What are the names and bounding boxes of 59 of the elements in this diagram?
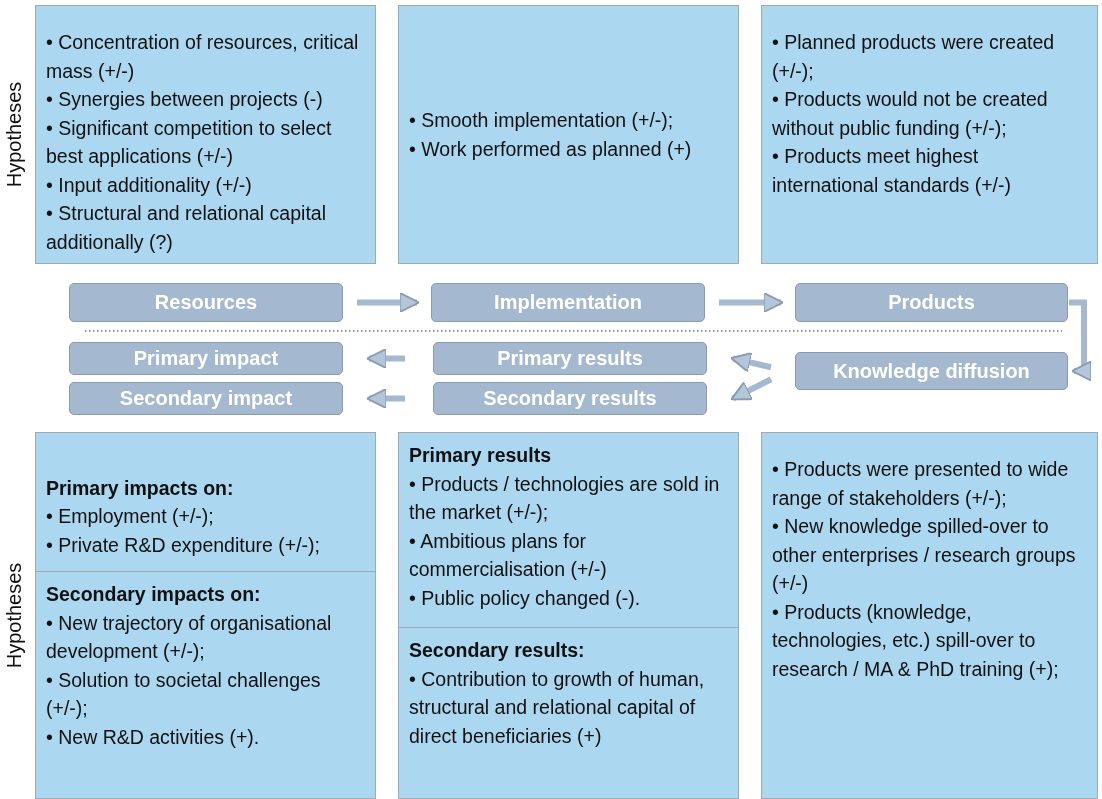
- section-heading: Secondary results:: [409, 638, 586, 663]
- process-box: [69, 283, 343, 322]
- bullet-text: • Smooth implementation (+/-);: [409, 108, 675, 133]
- bullet-text: • Significant competition to select best applications (+/-): [46, 115, 333, 169]
- box-label: Implementation: [494, 291, 642, 314]
- bullet-text: • Structural and relational capital additionally (?): [46, 201, 327, 255]
- hypothesis-box: [398, 5, 739, 264]
- bullet-text: • Concentration of resources, critical mass (+/-): [46, 30, 360, 84]
- box-label: Primary results: [497, 347, 643, 370]
- bullet-text: • New trajectory of organisational development (+/-);: [46, 610, 333, 664]
- hypothesis-box: [398, 432, 739, 628]
- bullet-text: • Synergies between projects (-): [46, 87, 324, 112]
- arrow: [1069, 299, 1093, 382]
- arrow: [357, 291, 420, 314]
- bullet-text: • Contribution to growth of human, structural and relational capital of direct beneficiaries (+): [409, 666, 706, 749]
- bullet-text: • Planned products were created (+/-);: [772, 30, 1056, 84]
- hypothesis-box: [35, 571, 376, 799]
- section-heading: Secondary impacts on:: [46, 582, 262, 607]
- hypothesis-box: [398, 627, 739, 799]
- process-box: [69, 342, 343, 375]
- process-box: [433, 342, 707, 375]
- box-label: Secondary results: [483, 387, 657, 410]
- bullet-text: • Products would not be created without public funding (+/-);: [772, 87, 1049, 141]
- bullet-text: • New knowledge spilled-over to other enterprises / research groups (+/-): [772, 514, 1077, 596]
- box-label: Products: [888, 291, 975, 314]
- bullet-text: • Products (knowledge, technologies, etc.) spill-over to research / MA & PhD training (+);: [772, 599, 1060, 682]
- bullet-text: • Solution to societal challenges (+/-);: [46, 667, 322, 721]
- arrow: [730, 376, 773, 402]
- box-label: Primary impact: [133, 347, 279, 370]
- process-box: [431, 283, 705, 322]
- hypothesis-box: [35, 432, 376, 572]
- arrow: [366, 387, 405, 410]
- hypothesis-box: [761, 5, 1098, 264]
- process-box: [795, 283, 1068, 322]
- hypothesis-box: [761, 432, 1098, 799]
- section-heading: Primary results: [409, 443, 552, 468]
- bullet-text: • Work performed as planned (+): [409, 136, 693, 162]
- bullet-text: • Ambitious plans for commercialisation (+/-): [409, 528, 608, 582]
- axis-label: Hypotheses: [3, 81, 27, 187]
- bullet-text: • Products meet highest international standards (+/-): [772, 144, 1012, 198]
- arrow: [730, 352, 772, 373]
- box-label: Knowledge diffusion: [833, 359, 1030, 383]
- bullet-text: • Employment (+/-);: [46, 504, 215, 529]
- process-box: [795, 352, 1068, 390]
- section-heading: Primary impacts on:: [46, 475, 235, 501]
- bullet-text: • Products were presented to wide range of stakeholders (+/-);: [772, 457, 1070, 511]
- box-label: Resources: [154, 291, 258, 314]
- arrow: [366, 347, 405, 370]
- bullet-text: • Input additionality (+/-): [46, 172, 253, 198]
- axis-label: Hypotheses: [3, 562, 27, 668]
- box-label: Secondary impact: [119, 387, 293, 410]
- hypothesis-box: [35, 5, 376, 264]
- bullet-text: • New R&D activities (+).: [46, 724, 261, 750]
- bullet-text: • Public policy changed (-).: [409, 585, 642, 611]
- bullet-text: • Products / technologies are sold in the market (+/-);: [409, 471, 721, 525]
- process-box: [433, 382, 707, 415]
- bullet-text: • Private R&D expenditure (+/-);: [46, 532, 321, 558]
- arrow: [719, 291, 784, 314]
- process-box: [69, 382, 343, 415]
